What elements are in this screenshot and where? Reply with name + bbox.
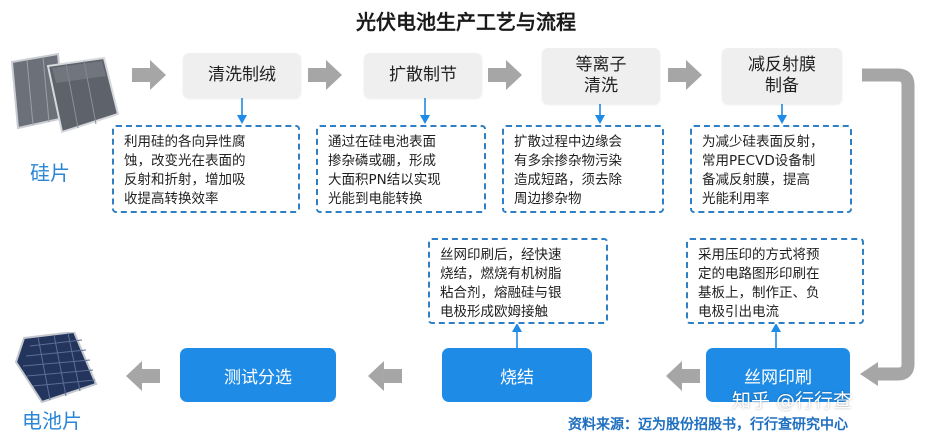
note-line: 通过在硅电池表面 — [328, 134, 436, 150]
source-note: 资料来源：迈为股份招股书，行行查研究中心 — [568, 417, 848, 433]
note-screen-print: 采用压印的方式将预 定的电路图形印刷在 基板上，制作正、负 电极引出电流 — [686, 238, 864, 324]
note-line: 扩散过程中边缘会 — [514, 134, 622, 150]
note-antireflection-coating: 为减少硅表面反射， 常用PECVD设备制 备减反射膜，提高 光能利用率 — [690, 125, 852, 213]
note-line: 粘合剂，熔融硅与银 — [440, 285, 562, 301]
step-sintering: 烧结 — [442, 348, 592, 402]
note-diffusion: 通过在硅电池表面 掺杂磷或硼，形成 大面积PN结以实现 光能到电能转换 — [316, 125, 486, 213]
arrow-diffusion-to-plasma — [488, 60, 522, 90]
note-texturing: 利用硅的各向异性腐 蚀，改变光在表面的 反射和折射，增加吸 收提高转换效率 — [112, 125, 300, 213]
note-line: 反射和折射，增加吸 — [124, 172, 246, 188]
step-diffusion: 扩散制节 — [364, 53, 482, 98]
solar-cell-label: 电池片 — [22, 409, 82, 433]
note-line: 造成短路，须去除 — [514, 172, 622, 188]
arrow-sintering-to-testing — [368, 361, 402, 391]
note-line: 常用PECVD设备制 — [702, 153, 816, 169]
note-line: 烧结，燃烧有机树脂 — [440, 266, 562, 282]
silicon-wafer-image — [8, 48, 126, 136]
note-line: 电极形成欧姆接触 — [440, 304, 548, 320]
diagram-title: 光伏电池生产工艺与流程 — [356, 10, 576, 34]
silicon-wafer-label: 硅片 — [30, 161, 70, 185]
step-antireflection-coating: 减反射膜 制备 — [722, 48, 842, 104]
solar-cell-image — [12, 332, 100, 404]
step-diffusion-label: 扩散制节 — [389, 64, 457, 85]
note-line: 电极引出电流 — [698, 304, 779, 320]
note-plasma-cleaning: 扩散过程中边缘会 有多余掺杂物污染 造成短路，须去除 周边掺杂物 — [502, 125, 664, 213]
note-line: 备减反射膜，提高 — [702, 172, 810, 188]
arrow-texturing-to-diffusion — [308, 60, 342, 90]
step-screen-print-label: 丝网印刷 — [744, 367, 812, 388]
arrow-testing-to-cell — [126, 361, 160, 391]
note-line: 掺杂磷或硼，形成 — [328, 153, 436, 169]
note-line: 蚀，改变光在表面的 — [124, 153, 246, 169]
step-texturing: 清洗制绒 — [183, 53, 301, 98]
note-line: 采用压印的方式将预 — [698, 247, 820, 263]
arrow-plasma-to-coating — [668, 60, 702, 90]
note-line: 收提高转换效率 — [124, 191, 219, 207]
step-testing-label: 测试分选 — [224, 367, 292, 388]
step-screen-print: 丝网印刷 — [706, 348, 850, 402]
arrow-screen-print-to-sintering — [666, 361, 700, 391]
step-coating-label-line2: 制备 — [765, 76, 799, 96]
note-line: 光能到电能转换 — [328, 191, 423, 207]
note-line: 为减少硅表面反射， — [702, 134, 824, 150]
note-line: 光能利用率 — [702, 191, 770, 207]
step-plasma-label-line1: 等离子 — [575, 54, 627, 75]
note-line: 基板上，制作正、负 — [698, 285, 820, 301]
note-sintering: 丝网印刷后，经快速 烧结，燃烧有机树脂 粘合剂，熔融硅与银 电极形成欧姆接触 — [428, 238, 608, 324]
arrow-coating-to-screen-print — [862, 68, 915, 381]
step-sintering-label: 烧结 — [500, 367, 534, 388]
note-line: 丝网印刷后，经快速 — [440, 247, 562, 263]
note-line: 定的电路图形印刷在 — [698, 266, 820, 282]
arrow-wafer-to-texturing — [132, 60, 166, 90]
step-plasma-label-line2: 清洗 — [584, 76, 618, 96]
step-testing-sorting: 测试分选 — [180, 348, 336, 402]
step-coating-label-line1: 减反射膜 — [748, 54, 816, 75]
step-plasma-cleaning: 等离子 清洗 — [542, 48, 660, 104]
note-line: 有多余掺杂物污染 — [514, 153, 622, 169]
zhihu-watermark: 知乎 @行行查 — [732, 390, 853, 412]
note-line: 周边掺杂物 — [514, 191, 582, 207]
note-line: 利用硅的各向异性腐 — [124, 134, 246, 150]
note-line: 大面积PN结以实现 — [328, 172, 441, 188]
step-texturing-label: 清洗制绒 — [208, 64, 276, 85]
